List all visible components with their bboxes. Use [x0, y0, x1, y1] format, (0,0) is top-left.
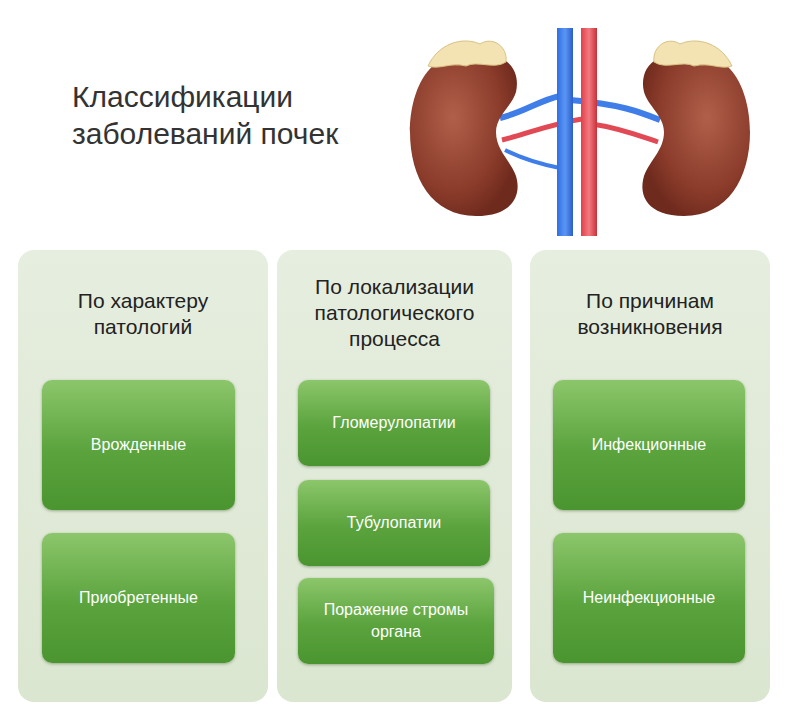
panel-heading: По характеру патологий — [43, 288, 243, 340]
category-panel: По локализации патологического процессаГ… — [277, 250, 512, 702]
left-kidney — [410, 41, 518, 216]
box-label: Приобретенные — [79, 587, 198, 609]
box-label: Тубулопатии — [347, 512, 441, 534]
category-panel: По причинам возникновенияИнфекционныеНеи… — [530, 250, 770, 702]
box-label: Поражение стромы органа — [308, 599, 484, 643]
class-box: Неинфекционные — [553, 533, 745, 663]
box-label: Гломерулопатии — [332, 412, 455, 434]
box-label: Неинфекционные — [583, 587, 715, 609]
panel-heading: По причинам возникновения — [550, 288, 750, 340]
box-label: Инфекционные — [592, 434, 706, 456]
panel-heading: По локализации патологического процесса — [290, 274, 500, 352]
class-box: Гломерулопатии — [298, 380, 490, 466]
category-panel: По характеру патологийВрожденныеПриобрет… — [18, 250, 268, 702]
box-label: Врожденные — [91, 434, 186, 456]
class-box: Тубулопатии — [298, 480, 490, 566]
class-box: Поражение стромы органа — [298, 578, 494, 664]
class-box: Врожденные — [42, 380, 235, 510]
class-box: Инфекционные — [553, 380, 745, 510]
vessels — [500, 28, 660, 236]
class-box: Приобретенные — [42, 533, 235, 663]
right-kidney — [642, 41, 750, 216]
diagram-title: Классификации заболеваний почек — [72, 78, 412, 152]
